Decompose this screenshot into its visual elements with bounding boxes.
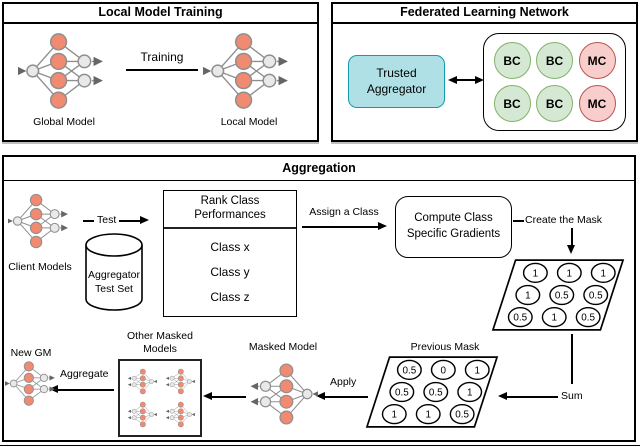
mask-value: 0.5 [395,388,409,399]
mask-value: 1 [551,313,557,324]
mask-value: 1 [392,410,398,421]
aggregator-test-set-label: Aggregator Test Set [88,269,140,295]
previous-mask-parallelogram: 0.5 0 1 0.5 0.5 1 1 1 0.5 [365,356,499,428]
new-global-model-network-icon [5,360,59,407]
panel-local-model-training [2,2,319,142]
mask-value: 1 [601,268,607,279]
mini-network-icon [125,368,157,395]
assign-a-class-label: Assign a Class [309,206,379,218]
global-model-network-icon [18,31,110,111]
mask-value: 1 [567,268,573,279]
rank-class-item: Class x [210,239,250,254]
arrow-sum-line [506,396,558,398]
mini-network-icon [163,401,195,428]
sum-label: Sum [561,390,583,402]
create-the-mask-label: Create the Mask [525,214,603,226]
other-masked-models-box [118,359,202,437]
mask-value: 1 [533,268,539,279]
other-masked-models-label: Other Masked Models [127,330,193,355]
mask-value: 1 [525,291,531,302]
client-node-bc: BC [493,85,531,122]
arrow-to-others-line [211,396,246,398]
mask-sum-line [571,334,573,384]
mask-value: 0.5 [555,291,569,302]
mask-value: 0.5 [513,313,527,324]
new-mask-parallelogram: 1 1 1 1 0.5 0.5 0.5 1 0.5 [491,259,625,331]
mask-value: 0.5 [429,388,443,399]
arrowhead [378,222,387,231]
rank-class-list: Class x Class y Class z [164,229,296,315]
mask-value: 1 [467,388,473,399]
client-node-bc: BC [536,85,573,122]
trusted-aggregator-box: Trusted Aggregator [348,55,445,108]
rank-class-item: Class z [210,289,250,304]
mask-value: 0.5 [403,365,417,376]
mask-value: 0.5 [589,291,603,302]
test-label: Test [94,214,120,227]
database-cylinder-icon [85,233,143,311]
arrowhead [498,392,507,401]
aggregate-label: Aggregate [60,368,109,380]
global-model-label: Global Model [33,116,95,128]
client-models-network-icon [8,192,72,250]
client-node-mc: MC [578,85,616,122]
rank-box-title: Rank Class Performances [164,191,296,229]
apply-label: Apply [330,376,357,388]
mini-network-icon [163,368,195,395]
mask-value: 0.5 [455,410,469,421]
panel-title-aggregation: Aggregation [2,155,636,181]
arrowhead [475,75,484,84]
arrowhead [567,245,576,254]
masked-model-label: Masked Model [248,341,318,353]
panel-title-local-model-training: Local Model Training [2,2,319,24]
new-gm-label: New GM [10,347,52,359]
arrowhead [203,392,212,401]
arrow-aggregate-line [57,389,114,391]
local-model-network-icon [203,31,295,111]
arrowhead [140,216,149,225]
previous-mask-label: Previous Mask [410,341,480,353]
bidirectional-arrow-line [456,79,477,81]
mask-value: 0 [441,365,447,376]
bottom-border-line [0,444,640,447]
arrow-assign-line [302,226,380,228]
client-node-mc: MC [578,42,616,79]
arrowhead [448,75,457,84]
create-mask-down-line [571,228,573,245]
client-models-label: Client Models [8,261,72,273]
create-mask-line [513,220,524,222]
mask-value: 1 [475,365,481,376]
rank-class-item: Class y [210,264,250,279]
mask-value: 0.5 [581,313,595,324]
compute-class-gradients-box: Compute Class Specific Gradients [395,196,512,258]
training-label: Training [140,50,184,64]
training-line [126,69,198,71]
panel-title-federated-learning-network: Federated Learning Network [331,2,638,24]
client-node-bc: BC [493,42,531,79]
client-node-bc: BC [536,42,573,79]
mask-value: 1 [425,410,431,421]
arrow-apply-line [324,396,368,398]
mini-network-icon [125,401,157,428]
masked-model-network-icon [246,356,318,432]
local-model-label: Local Model [220,116,278,128]
arrowhead [316,392,325,401]
